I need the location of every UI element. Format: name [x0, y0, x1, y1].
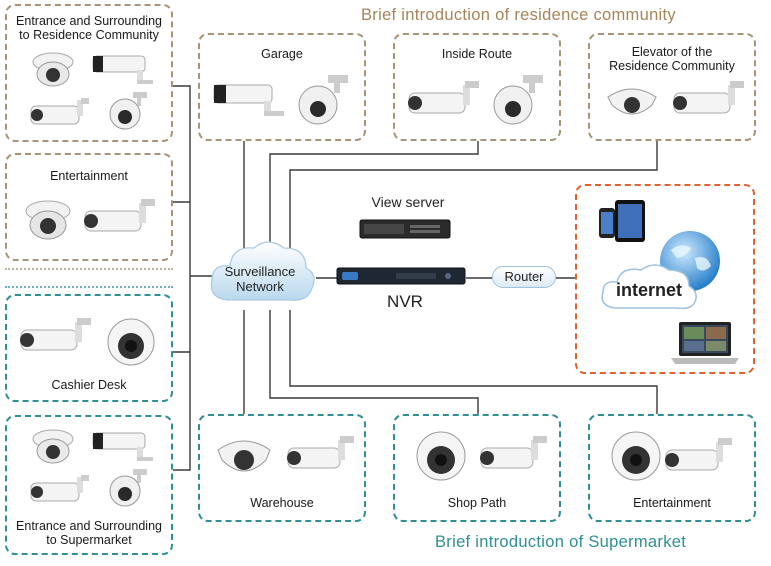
view-server-label: View server: [371, 194, 445, 210]
zone-label: Entrance and Surrounding to Supermarket: [7, 519, 171, 547]
zone-label: Cashier Desk: [51, 378, 127, 392]
zone-label: Inside Route: [441, 47, 513, 61]
mobile-devices-icon: [599, 200, 645, 242]
zone-entertainment-supermarket: Entertainment: [588, 414, 756, 522]
zone-label: Warehouse: [250, 496, 314, 510]
zone-shop-path: Shop Path: [393, 414, 561, 522]
zone-separator: [5, 268, 173, 270]
zone-label-line: Entrance and Surrounding: [16, 519, 162, 533]
mini-dome-camera-icon: [217, 440, 271, 472]
bullet-camera-icon: [665, 438, 732, 471]
eyeball-camera-icon: [107, 318, 155, 366]
nvr-device-icon: [336, 267, 466, 285]
router-label: Router: [504, 269, 544, 284]
zone-label: Garage: [261, 47, 303, 61]
zone-internet: internet: [575, 184, 755, 374]
zone-separator: [5, 286, 173, 288]
surveillance-network-cloud: [210, 241, 315, 301]
bullet-camera-icon: [408, 81, 479, 114]
dome-camera-icon: [32, 429, 74, 464]
zone-label-line: to Supermarket: [46, 533, 132, 547]
bullet-camera-icon: [30, 475, 89, 502]
zone-entrance-residence: Entrance and Surrounding to Residence Co…: [5, 4, 173, 142]
zone-warehouse: Warehouse: [198, 414, 366, 522]
zone-garage: Garage: [198, 33, 366, 141]
ptz-camera-icon: [493, 75, 543, 125]
eyeball-camera-icon: [416, 431, 466, 481]
zone-label-line: Elevator of the: [631, 45, 713, 59]
zone-elevator: Elevator of the Residence Community: [588, 33, 756, 141]
cloud-label-line: Surveillance: [224, 264, 296, 279]
zone-label-line: Residence Community: [609, 59, 735, 73]
nvr-label: NVR: [387, 292, 423, 311]
residence-heading: Brief introduction of residence communit…: [361, 6, 676, 24]
zone-entertainment-residence: Entertainment: [5, 153, 173, 261]
bullet-camera-icon: [92, 432, 153, 461]
zone-cashier-desk: Cashier Desk: [5, 294, 173, 402]
dome-camera-icon: [25, 200, 71, 240]
bullet-camera-icon: [20, 318, 91, 351]
bullet-camera-icon: [673, 81, 744, 114]
bullet-camera-icon: [480, 436, 547, 469]
view-server-icon: [359, 219, 451, 239]
zone-entrance-supermarket: Entrance and Surrounding to Supermarket: [5, 415, 173, 555]
zone-label-line: to Residence Community: [19, 28, 159, 42]
laptop-icon: [671, 322, 739, 364]
bullet-camera-icon: [92, 55, 153, 84]
bullet-camera-icon: [30, 98, 89, 125]
ptz-camera-icon: [298, 75, 348, 125]
bullet-camera-icon: [84, 199, 155, 232]
dome-camera-icon: [32, 52, 74, 87]
ptz-camera-icon: [109, 92, 147, 130]
zone-label: Entertainment: [633, 496, 711, 510]
bullet-camera-icon: [287, 436, 354, 469]
router-node: Router: [492, 266, 556, 288]
internet-cloud: [601, 264, 697, 310]
zone-label: Entertainment: [50, 169, 128, 183]
ptz-camera-icon: [109, 469, 147, 507]
zone-label: Shop Path: [447, 496, 507, 510]
cloud-label: Surveillance Network: [210, 264, 310, 294]
zone-inside-route: Inside Route: [393, 33, 561, 141]
cloud-label-line: Network: [236, 279, 284, 294]
eyeball-camera-icon: [611, 431, 661, 481]
zone-label-line: Entrance and Surrounding: [16, 14, 162, 28]
internet-label: internet: [615, 280, 682, 300]
zone-label: Elevator of the Residence Community: [590, 45, 754, 73]
zone-label: Entrance and Surrounding to Residence Co…: [7, 14, 171, 42]
supermarket-heading: Brief introduction of Supermarket: [435, 533, 687, 551]
mini-dome-camera-icon: [607, 88, 657, 115]
bullet-camera-icon: [213, 84, 284, 116]
